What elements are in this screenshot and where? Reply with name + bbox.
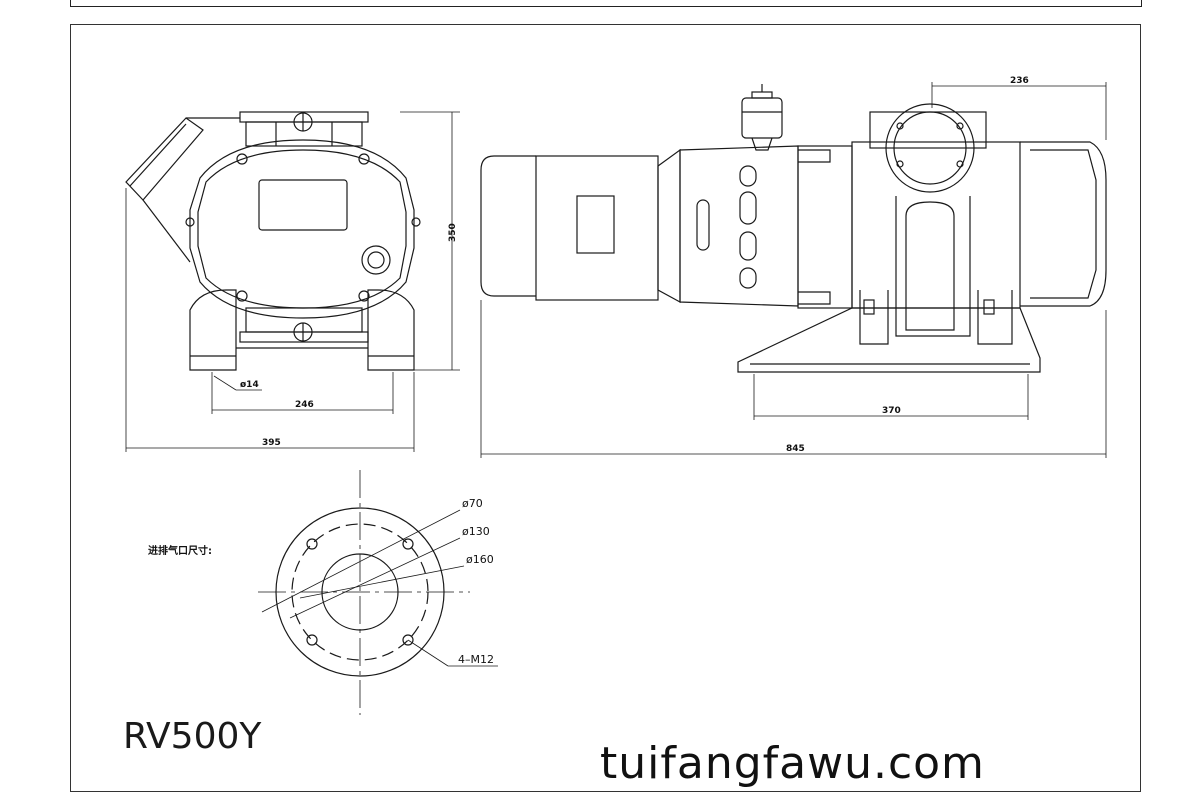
drawing-frame [70,24,1141,792]
website-watermark: tuifangfawu.com [600,738,985,789]
top-border-rule [70,0,1142,7]
front-view [480,82,1107,458]
flange-inner-dia: ø70 [462,497,483,510]
flange-outer-dia: ø160 [466,553,494,566]
flange-bolt-spec: 4–M12 [458,653,494,666]
side-height-dim: 350 [448,223,458,242]
flange-view [258,470,498,715]
side-hole-dim: ø14 [240,380,259,390]
flange-bolt-circle-dia: ø130 [462,525,490,538]
front-foot-span-dim: 370 [882,406,901,416]
side-view [125,111,460,452]
side-width-dim: 395 [262,438,281,448]
model-name: RV500Y [123,716,262,757]
front-top-offset-dim: 236 [1010,76,1029,86]
side-foot-span-dim: 246 [295,400,314,410]
flange-title: 进排气口尺寸: [148,544,212,557]
front-length-dim: 845 [786,444,805,454]
